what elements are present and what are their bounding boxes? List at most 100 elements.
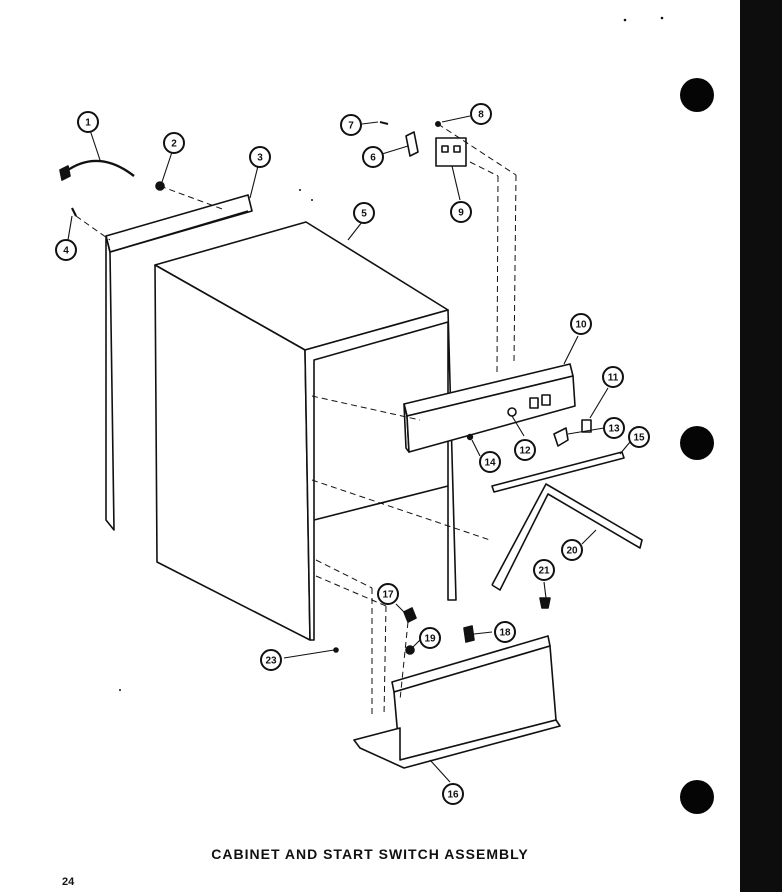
align-line-vertical-right (513, 174, 517, 363)
leader-23 (283, 649, 335, 659)
callout-circle (249, 146, 271, 168)
callout-circle (362, 146, 384, 168)
callout-circle (570, 313, 592, 335)
align-line-9 (469, 161, 499, 177)
callout-21: 21 (533, 559, 555, 581)
leader-11 (589, 387, 609, 419)
callout-circle (602, 366, 624, 388)
callout-circle (603, 417, 625, 439)
leader-3 (249, 165, 259, 199)
callout-number: 18 (499, 628, 511, 639)
page-edge-bar (740, 0, 782, 892)
leader-20 (581, 529, 597, 545)
callout-number: 21 (538, 566, 550, 577)
callout-15: 15 (628, 426, 650, 448)
leader-2 (161, 151, 173, 183)
callout-2: 2 (163, 132, 185, 154)
hinge-hole-1 (441, 145, 449, 153)
callout-number: 17 (382, 590, 394, 601)
callout-circle (450, 201, 472, 223)
callout-circle (340, 114, 362, 136)
callout-number: 10 (575, 320, 587, 331)
align-line-kick-4 (383, 605, 387, 717)
leader-9 (451, 165, 461, 201)
screw-7 (379, 121, 389, 125)
leader-16 (429, 759, 451, 783)
leader-14 (471, 439, 481, 457)
callout-number: 8 (478, 110, 484, 121)
screw-14 (466, 433, 474, 441)
callout-4: 4 (55, 239, 77, 261)
screw-23 (333, 647, 339, 653)
callout-16: 16 (442, 783, 464, 805)
callout-number: 11 (608, 373, 619, 384)
align-line-2 (159, 185, 226, 211)
leader-13 (567, 427, 605, 435)
callout-number: 5 (361, 209, 367, 220)
callout-circle (479, 451, 501, 473)
support-bracket (491, 483, 643, 591)
binder-hole-bottom (680, 780, 714, 814)
align-line-8 (437, 123, 517, 176)
callout-number: 12 (519, 446, 531, 457)
callout-7: 7 (340, 114, 362, 136)
callout-circle (494, 621, 516, 643)
callout-6: 6 (362, 146, 384, 168)
callout-5: 5 (353, 202, 375, 224)
callout-circle (442, 783, 464, 805)
align-line-kick-3 (315, 575, 387, 607)
leader-10 (563, 335, 579, 365)
cord-plug (59, 165, 71, 181)
callout-18: 18 (494, 621, 516, 643)
switch-bracket (553, 427, 569, 447)
leader-4 (67, 215, 73, 241)
leader-12 (511, 415, 525, 437)
clip-part (405, 131, 419, 157)
callout-number: 3 (257, 153, 263, 164)
speck (623, 18, 627, 22)
leader-18 (473, 631, 493, 635)
callout-13: 13 (603, 417, 625, 439)
magnet-18 (463, 625, 475, 643)
latch-17 (403, 607, 417, 623)
leader-6 (381, 145, 409, 155)
callout-circle (260, 649, 282, 671)
callout-number: 20 (566, 546, 578, 557)
callout-17: 17 (377, 583, 399, 605)
callout-number: 7 (348, 121, 354, 132)
callout-circle (419, 627, 441, 649)
callout-circle (77, 111, 99, 133)
leader-8 (441, 115, 471, 123)
callout-circle (163, 132, 185, 154)
back-panel-left-edge (105, 235, 115, 531)
leader-21 (543, 581, 547, 599)
kickplate-base (353, 719, 561, 769)
align-line-4 (75, 215, 111, 241)
callout-number: 6 (370, 153, 376, 164)
control-panel-face (406, 375, 576, 453)
callout-circle (533, 559, 555, 581)
leader-7 (361, 121, 379, 125)
leader-19 (411, 639, 421, 649)
speck (660, 16, 664, 20)
diagram-caption: CABINET AND START SWITCH ASSEMBLY (211, 846, 529, 862)
callout-number: 2 (171, 139, 177, 150)
back-panel-inner-edge (109, 210, 249, 253)
callout-11: 11 (602, 366, 624, 388)
leader-17 (395, 603, 407, 615)
callout-number: 23 (265, 656, 277, 667)
panel-switch-1 (529, 397, 539, 409)
callout-circle (353, 202, 375, 224)
callout-12: 12 (514, 439, 536, 461)
callout-3: 3 (249, 146, 271, 168)
leader-1 (89, 129, 101, 161)
leader-5 (347, 221, 363, 241)
callout-number: 14 (484, 458, 496, 469)
speck (119, 689, 121, 691)
leader-15 (619, 441, 631, 455)
callout-number: 15 (633, 433, 645, 444)
callout-circle (514, 439, 536, 461)
callout-circle (377, 583, 399, 605)
callout-23: 23 (260, 649, 282, 671)
